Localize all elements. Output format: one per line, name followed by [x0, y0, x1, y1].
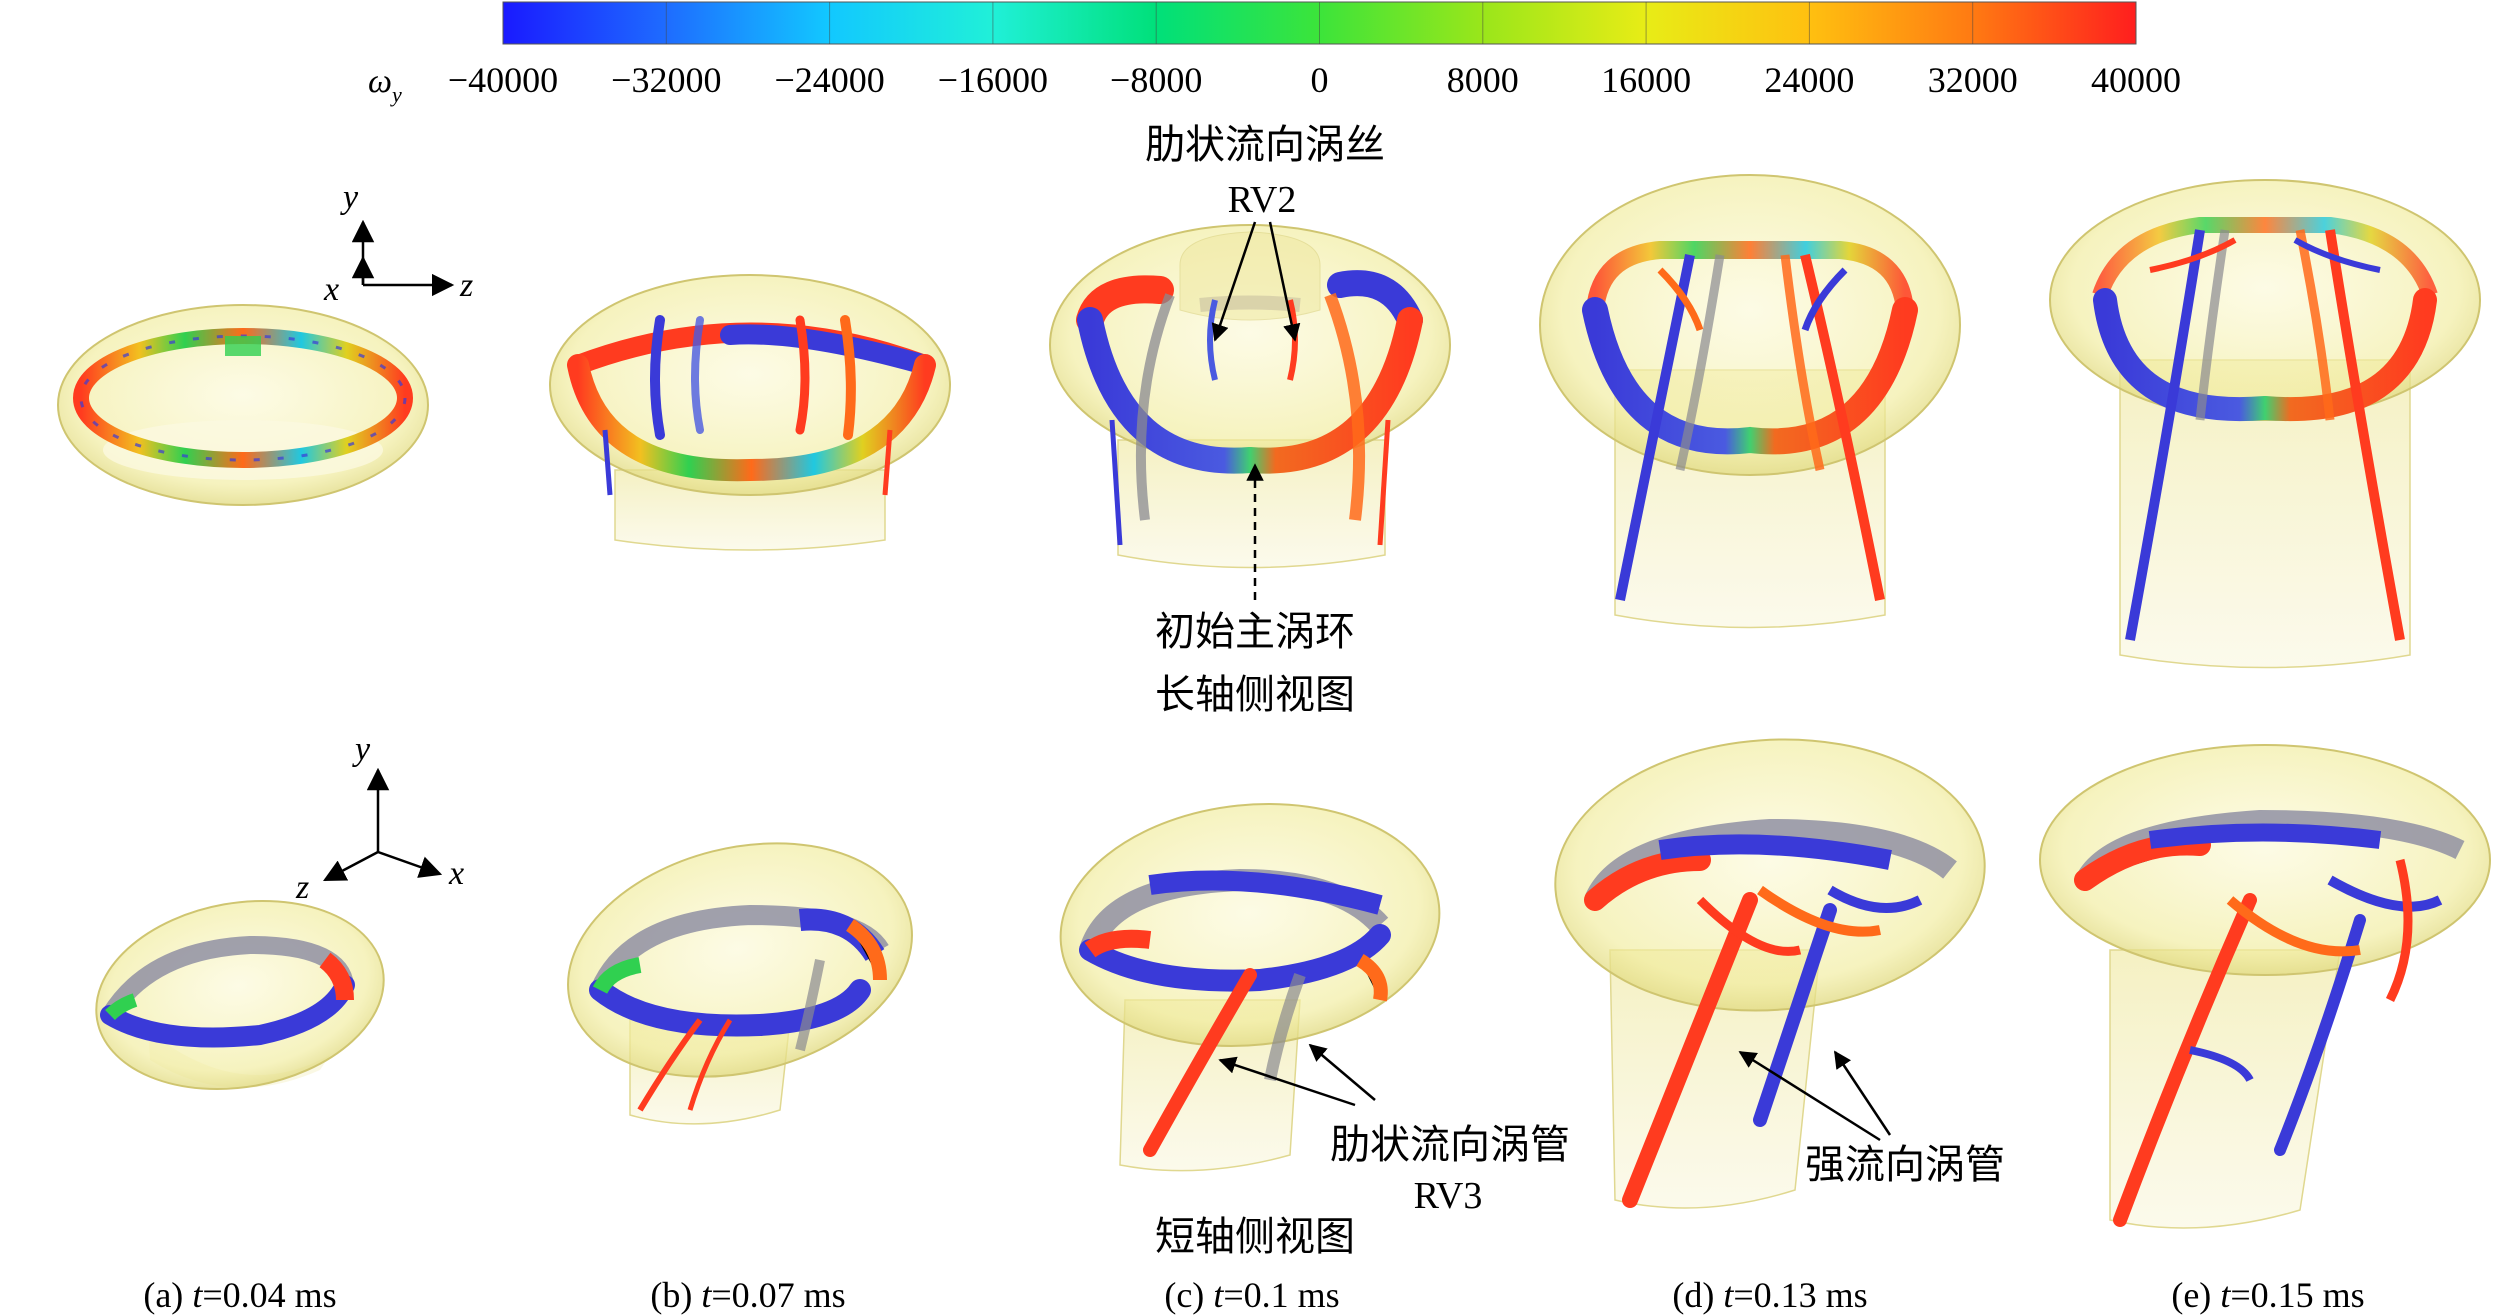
colorbar-tick-labels: −40000 −32000 −24000 −16000 −8000 0 8000 16000 2…	[448, 60, 2181, 100]
vortex-short-axis-d	[1554, 738, 1986, 1209]
axis-label-z-bottom: z	[295, 869, 309, 906]
colorbar-tick-label: 16000	[1601, 60, 1691, 100]
annotation-strong-tube: 强流向涡管	[1738, 1050, 2005, 1188]
colorbar-variable-label: ωy	[368, 63, 402, 107]
rv3-label: RV3	[1414, 1175, 1483, 1217]
vortex-long-axis-a	[57, 304, 429, 506]
annotation-rv2: 肋状流向涡丝 RV2	[1145, 122, 1385, 342]
caption-b: (b) t=0.07 ms	[650, 1275, 845, 1315]
colorbar-dividers	[665, 2, 1974, 44]
caption-d: (d) t=0.13 ms	[1672, 1275, 1867, 1315]
colorbar-tick-label: −8000	[1110, 60, 1202, 100]
colorbar-tick-label: 24000	[1764, 60, 1854, 100]
colorbar-tick-label: 32000	[1928, 60, 2018, 100]
vortex-short-axis-a	[95, 899, 385, 1091]
colorbar-tick-label: −24000	[774, 60, 884, 100]
colorbar-tick-label: 40000	[2091, 60, 2181, 100]
vortex-short-axis-e	[2039, 744, 2491, 1229]
axis-label-x-bottom: x	[448, 855, 464, 892]
colorbar-tick-label: 0	[1311, 60, 1329, 100]
short-axis-view-label: 短轴侧视图	[1155, 1214, 1355, 1260]
vortex-long-axis-b	[549, 274, 951, 551]
caption-a: (a) t=0.04 ms	[143, 1275, 336, 1315]
rv2-label-cn: 肋状流向涡丝	[1145, 122, 1385, 168]
vortex-short-axis-b	[567, 842, 913, 1125]
vortex-long-axis-c	[1049, 224, 1451, 569]
annotation-rv3: 肋状流向涡管 RV3 短轴侧视图	[1155, 1043, 1570, 1260]
rv3-label-cn: 肋状流向涡管	[1330, 1122, 1570, 1168]
panel-captions: (a) t=0.04 ms (b) t=0.07 ms (c) t=0.1 ms…	[143, 1275, 2364, 1315]
colorbar-tick-label: −16000	[938, 60, 1048, 100]
rv2-label: RV2	[1228, 179, 1297, 221]
vortex-long-axis-d	[1539, 174, 1961, 629]
vortex-short-axis-c	[1059, 803, 1441, 1172]
strong-tube-label: 强流向涡管	[1805, 1142, 2005, 1188]
vortex-long-axis-e	[2049, 179, 2481, 669]
axis-label-y-bottom: y	[352, 731, 371, 768]
caption-e: (e) t=0.15 ms	[2171, 1275, 2364, 1315]
caption-c: (c) t=0.1 ms	[1164, 1275, 1339, 1315]
colorbar-tick-label: 8000	[1447, 60, 1519, 100]
colorbar-tick-label: −40000	[448, 60, 558, 100]
colorbar-tick-label: −32000	[611, 60, 721, 100]
axis-label-z-top: z	[459, 267, 473, 304]
axis-triad-top: y x z	[323, 179, 473, 308]
axis-label-x-top: x	[323, 271, 339, 308]
colorbar: ωy −40000 −32000 −24000 −16000 −8000 0 8000 160…	[368, 1, 2181, 107]
initial-ring-label: 初始主涡环	[1155, 609, 1355, 655]
long-axis-view-label: 长轴侧视图	[1155, 672, 1355, 718]
axis-triad-bottom: y z x	[295, 731, 464, 906]
axis-label-y-top: y	[340, 179, 359, 216]
annotation-initial-ring: 初始主涡环 长轴侧视图	[1155, 463, 1355, 718]
